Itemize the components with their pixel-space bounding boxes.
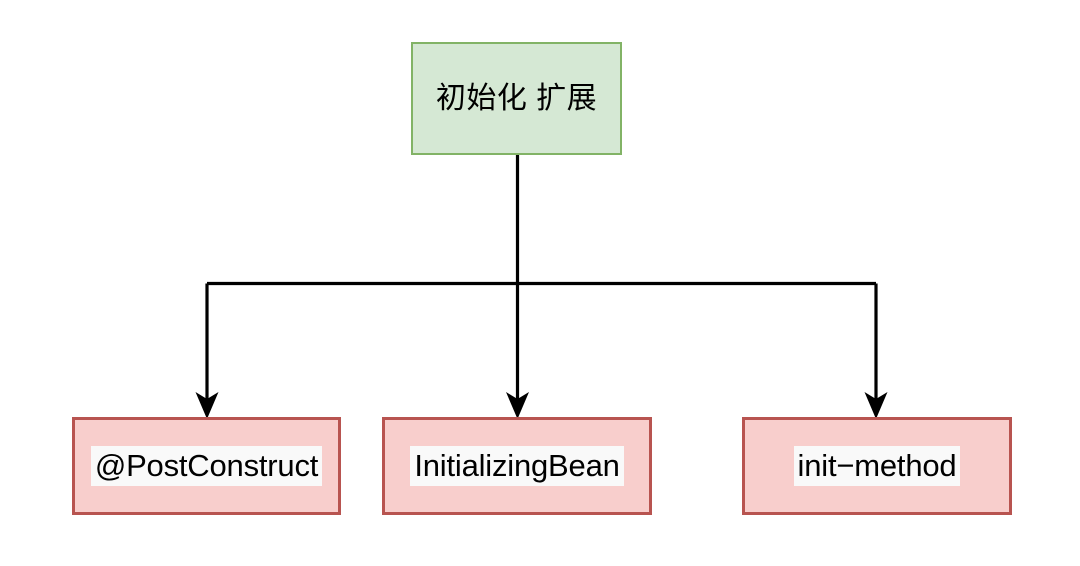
node-initialization-extension[interactable]: 初始化 扩展 — [411, 42, 622, 155]
node-label-initializing-bean: InitializingBean — [410, 446, 624, 486]
arrowhead-init-method — [864, 392, 888, 419]
node-label-root: 初始化 扩展 — [435, 81, 598, 115]
arrowhead-post-construct — [195, 392, 219, 419]
node-initializing-bean[interactable]: InitializingBean — [382, 417, 652, 515]
node-post-construct[interactable]: @PostConstruct — [72, 417, 341, 515]
node-label-init-method: init−method — [793, 446, 961, 486]
node-label-post-construct: @PostConstruct — [90, 446, 323, 486]
arrowhead-initializing-bean — [506, 392, 529, 419]
node-init-method[interactable]: init−method — [742, 417, 1012, 515]
